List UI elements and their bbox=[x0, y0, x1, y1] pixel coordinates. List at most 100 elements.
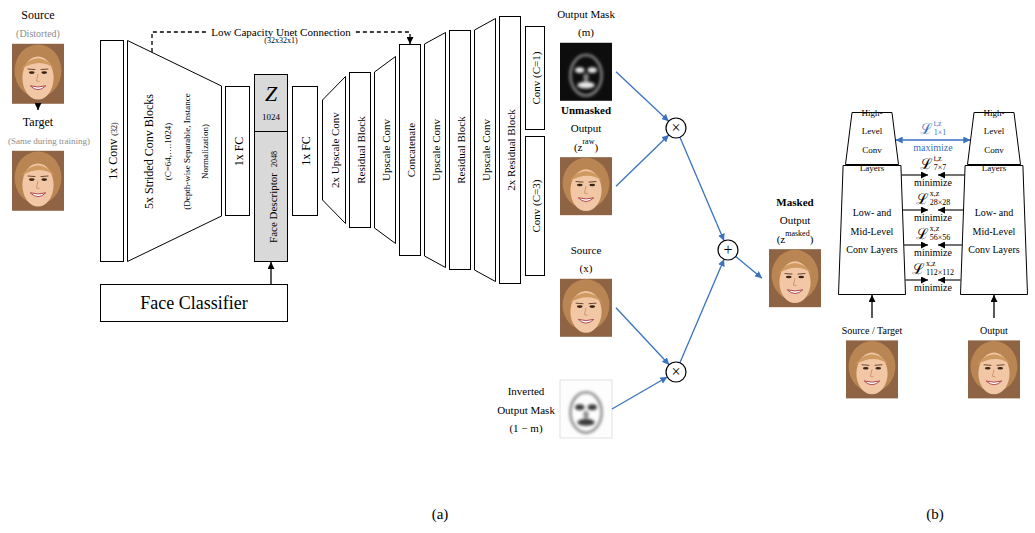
text-row: Residual Block bbox=[451, 116, 469, 184]
text-holder: High-Level Conv Layers bbox=[967, 112, 1021, 165]
node-text: Residual Block bbox=[355, 116, 367, 184]
residual-block: 2x Residual Block bbox=[499, 16, 521, 284]
photo bbox=[560, 380, 612, 438]
image-panel: Source (Distorted) bbox=[8, 3, 68, 104]
photo-slot bbox=[560, 279, 612, 337]
eye bbox=[577, 305, 583, 308]
text-row: (m) bbox=[556, 22, 616, 40]
image-panel: Source(x) bbox=[556, 238, 616, 337]
node-text: Output bbox=[571, 122, 602, 134]
text-row: Upscale Conv bbox=[476, 119, 494, 181]
text-row: (Depth-wise Separable, Instance Normaliz… bbox=[175, 87, 212, 215]
text-row: Output bbox=[762, 210, 828, 228]
text-holder: Face Descriptor2048 bbox=[255, 134, 287, 259]
residual-block: Residual Block bbox=[349, 72, 371, 228]
node-text: Source / Target bbox=[842, 325, 903, 336]
photo-slot bbox=[560, 43, 612, 101]
trapezoid-outline bbox=[475, 19, 496, 282]
node-text: (z bbox=[777, 233, 786, 245]
node-text: ) bbox=[810, 233, 814, 245]
node-text: Target bbox=[23, 115, 53, 129]
classifier-box: Face Classifier bbox=[100, 284, 288, 322]
upscale-block: Upscale Conv bbox=[374, 56, 396, 244]
text-row: Source bbox=[8, 5, 68, 23]
nose bbox=[870, 369, 873, 377]
flow-arrow bbox=[993, 295, 994, 318]
image-panel: Output Mask(m) bbox=[556, 2, 616, 101]
photo bbox=[560, 279, 612, 337]
trapezoid-outline bbox=[846, 113, 899, 165]
image-panel: Source / Target bbox=[832, 318, 912, 398]
node-text: Output bbox=[980, 325, 1008, 336]
photo-background bbox=[560, 157, 612, 215]
node-text: (Depth-wise Separable, Instance Normaliz… bbox=[181, 93, 209, 210]
eye bbox=[798, 276, 804, 279]
text-holder: 1x FC bbox=[226, 91, 249, 211]
trapezoid-outline bbox=[839, 166, 906, 295]
eyebrow bbox=[984, 364, 992, 366]
eye-blob bbox=[588, 67, 597, 73]
photo-background bbox=[769, 249, 821, 307]
trapezoid-outline bbox=[128, 41, 222, 262]
text-holder: Upscale Conv bbox=[424, 50, 446, 250]
text-row: Inverted Output Mask bbox=[496, 381, 556, 418]
node-text: Source bbox=[21, 8, 54, 22]
image-panel: Output bbox=[964, 318, 1024, 398]
loss-subscript: 56×56 bbox=[930, 234, 951, 243]
text-holder: Low- and Mid-Level Conv Layers bbox=[838, 165, 906, 295]
text-holder: 2x Residual Block bbox=[500, 20, 520, 280]
text-holder: Upscale Conv bbox=[474, 35, 496, 265]
node-text: Low- and Mid-Level Conv Layers bbox=[846, 207, 897, 255]
node-text: (Distorted) bbox=[16, 28, 60, 39]
nose bbox=[992, 369, 995, 377]
mask-features bbox=[570, 55, 601, 96]
node-text: (32) bbox=[110, 122, 119, 135]
text-row: Conv (C=3) bbox=[526, 180, 544, 233]
text-row: Masked bbox=[762, 192, 828, 210]
loss-arrow bbox=[904, 244, 928, 245]
loss-subscript: 28×28 bbox=[930, 199, 951, 208]
flow-arrow bbox=[680, 137, 724, 241]
node-text: × bbox=[671, 119, 680, 136]
text-holder: + bbox=[717, 239, 739, 261]
text-row: 1x FC bbox=[296, 136, 314, 166]
text-row: Residual Block bbox=[351, 116, 369, 184]
node-text: 1024 bbox=[262, 112, 280, 122]
node-text: 2x Residual Block bbox=[505, 109, 517, 190]
operator-circle bbox=[666, 362, 686, 382]
photo bbox=[769, 249, 821, 307]
eyebrow bbox=[28, 68, 36, 70]
text-row: + bbox=[723, 241, 732, 259]
node-text: (z bbox=[574, 141, 583, 153]
node-text: Face Classifier bbox=[140, 293, 247, 313]
node-text: High-Level Conv Layers bbox=[860, 108, 885, 173]
concat-block: Concatenate bbox=[399, 44, 421, 256]
hair-fringe bbox=[778, 263, 812, 273]
photo bbox=[560, 157, 612, 215]
multiply-operator: × bbox=[665, 361, 687, 383]
face-outline bbox=[570, 55, 601, 96]
text-holder: Source / Target bbox=[832, 318, 912, 398]
upscale-block: Upscale Conv bbox=[474, 18, 496, 282]
mask-background bbox=[560, 380, 612, 438]
node-text: raw bbox=[582, 137, 594, 146]
eyebrow bbox=[589, 181, 597, 183]
trapezoid-outline bbox=[961, 166, 1028, 295]
eyebrow bbox=[862, 364, 870, 366]
smile bbox=[578, 198, 594, 202]
text-row: (Same during training) bbox=[8, 130, 98, 148]
upscale-block: 2x Upscale Conv bbox=[322, 76, 346, 224]
text-holder: Conv (C=1) bbox=[526, 28, 544, 128]
loss-symbol: ℒ bbox=[916, 226, 929, 243]
loss-objective: minimize bbox=[914, 177, 952, 188]
loss-arrow bbox=[938, 279, 961, 280]
trapezoid-outline bbox=[968, 113, 1021, 165]
photo-slot bbox=[560, 157, 612, 215]
text-row: 1x FC bbox=[228, 136, 246, 166]
nose bbox=[584, 308, 587, 316]
eyebrow bbox=[589, 303, 597, 305]
panel-letter: (b) bbox=[926, 506, 944, 523]
photo bbox=[12, 151, 64, 211]
text-row: High-Level Conv Layers bbox=[854, 102, 890, 176]
photo-background bbox=[12, 151, 64, 211]
